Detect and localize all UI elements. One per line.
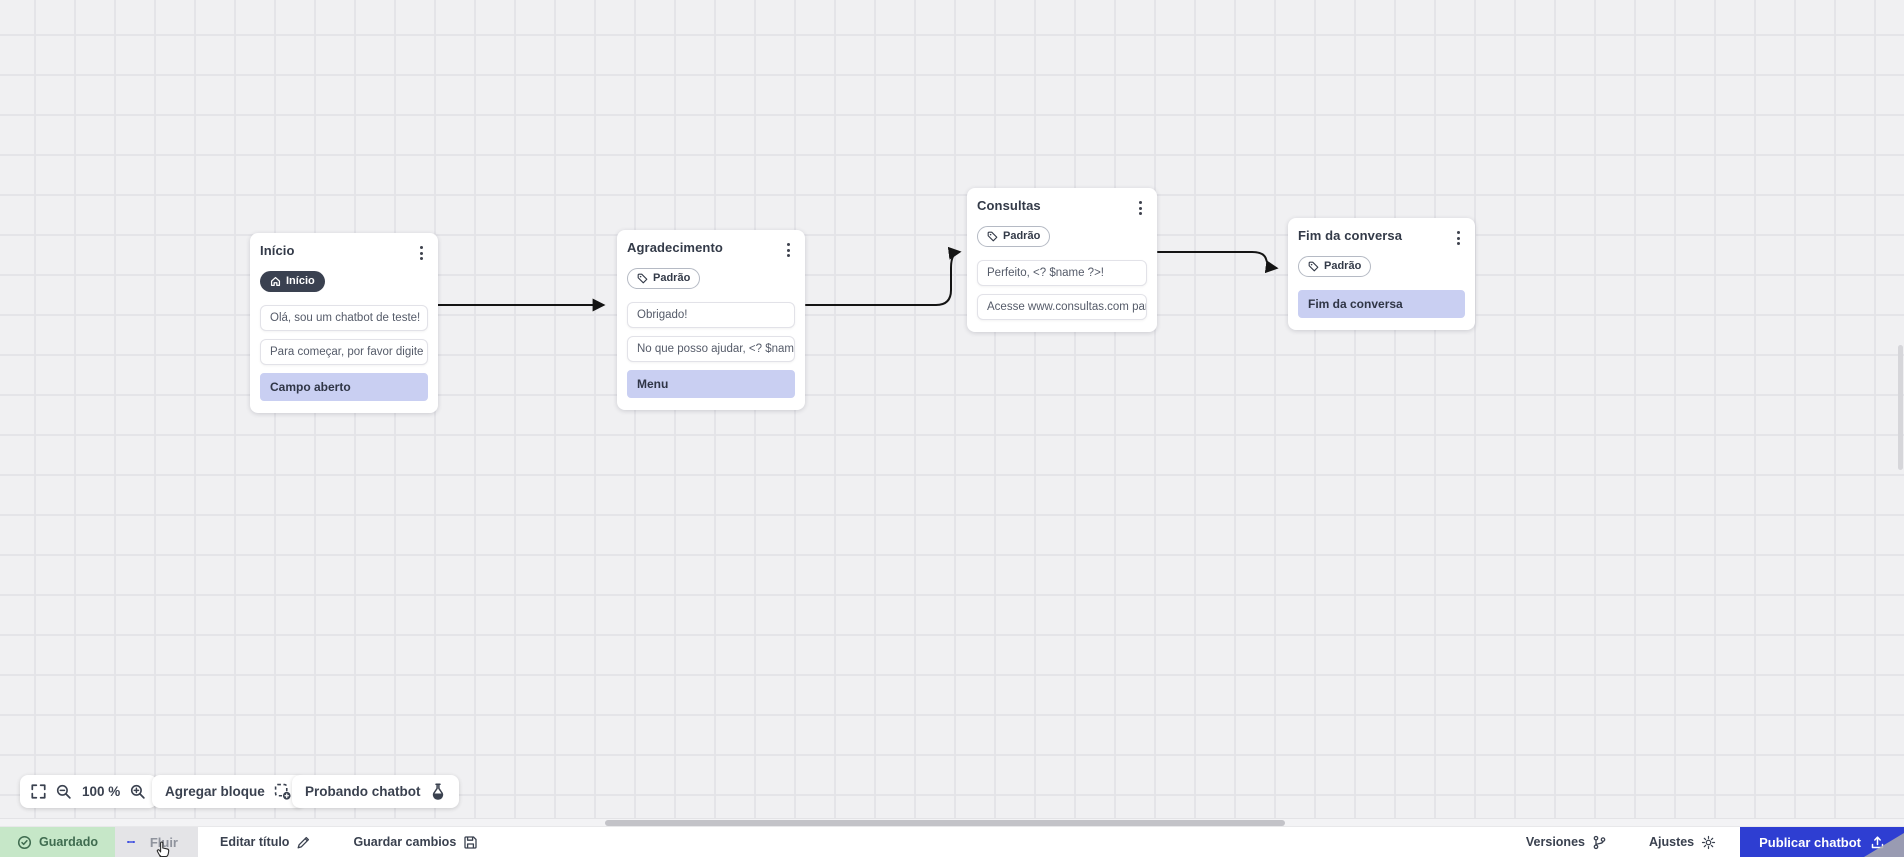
save-changes-label: Guardar cambios — [353, 835, 457, 849]
horizontal-scrollbar-thumb[interactable] — [605, 820, 1285, 826]
tag-icon — [1308, 261, 1319, 272]
node-message[interactable]: Olá, sou um chatbot de teste! — [260, 304, 428, 331]
versions-label: Versiones — [1525, 835, 1585, 849]
test-chatbot-label: Probando chatbot — [305, 784, 421, 799]
zoom-out-icon[interactable] — [56, 784, 72, 800]
node-output-menu[interactable]: Menu — [627, 369, 795, 398]
node-menu-icon[interactable] — [782, 240, 795, 261]
settings-label: Ajustes — [1648, 835, 1695, 849]
zoom-toolbar: 100 % — [20, 775, 158, 808]
saved-label: Guardado — [39, 835, 99, 849]
node-menu-icon[interactable] — [1452, 228, 1465, 249]
tab-fluir[interactable]: Fluir — [115, 827, 198, 857]
flow-node-inicio[interactable]: Início Início Olá, sou um chatbot de tes… — [250, 233, 438, 413]
node-menu-icon[interactable] — [415, 243, 428, 264]
horizontal-scrollbar[interactable] — [0, 818, 1904, 826]
home-icon — [270, 276, 281, 287]
node-message[interactable]: Acesse www.consultas.com par... — [977, 293, 1147, 320]
node-message[interactable]: Para começar, por favor digite o ... — [260, 338, 428, 365]
node-output-campo-aberto[interactable]: Campo aberto — [260, 372, 428, 401]
publish-chatbot-button[interactable]: Publicar chatbot — [1740, 827, 1904, 857]
node-menu-icon[interactable] — [1134, 198, 1147, 219]
tab-fluir-label: Fluir — [149, 834, 178, 850]
zoom-in-icon[interactable] — [130, 784, 146, 800]
fullscreen-icon[interactable] — [31, 784, 46, 799]
node-badge: Início — [260, 270, 325, 292]
node-title: Consultas — [977, 198, 1041, 213]
pencil-icon — [296, 835, 311, 850]
save-changes-button[interactable]: Guardar cambios — [353, 827, 478, 857]
node-title: Fim da conversa — [1298, 228, 1403, 243]
node-badge: Padrão — [627, 267, 701, 289]
add-block-button[interactable]: Agregar bloque — [152, 775, 304, 808]
edit-title-label: Editar título — [220, 835, 290, 849]
node-badge-label: Padrão — [653, 271, 691, 284]
flow-canvas[interactable]: Início Início Olá, sou um chatbot de tes… — [0, 0, 1904, 818]
save-icon — [463, 835, 478, 850]
node-badge-label: Padrão — [1003, 229, 1041, 242]
flow-node-fim[interactable]: Fim da conversa Padrão Fim da conversa — [1288, 218, 1475, 330]
add-block-label: Agregar bloque — [165, 784, 265, 799]
drag-handle-icon[interactable] — [127, 839, 135, 845]
check-circle-icon — [17, 835, 32, 850]
vertical-scrollbar-thumb[interactable] — [1898, 345, 1903, 470]
node-title: Agradecimento — [627, 240, 723, 255]
node-message[interactable]: Perfeito, <? $name ?>! — [977, 259, 1147, 286]
versions-button[interactable]: Versiones — [1526, 827, 1607, 857]
flask-icon — [430, 783, 446, 800]
saved-status: Guardado — [0, 827, 116, 857]
node-message[interactable]: Obrigado! — [627, 301, 795, 328]
node-badge-label: Padrão — [1324, 259, 1362, 272]
window-corner-grip — [1864, 833, 1904, 857]
edge-agradecimento-consultas — [805, 246, 962, 306]
bottom-bar: Guardado Fluir Editar título Guardar cam… — [0, 826, 1904, 857]
node-title: Início — [260, 243, 295, 258]
node-badge-label: Início — [286, 274, 315, 287]
gear-icon — [1701, 835, 1716, 850]
edge-consultas-fim — [1157, 251, 1279, 274]
zoom-level: 100 % — [82, 784, 121, 799]
branch-icon — [1592, 835, 1607, 850]
tag-icon — [987, 231, 998, 242]
publish-label: Publicar chatbot — [1759, 834, 1861, 850]
test-chatbot-button[interactable]: Probando chatbot — [292, 775, 459, 808]
flow-node-consultas[interactable]: Consultas Padrão Perfeito, <? $name ?>! … — [967, 188, 1157, 332]
node-message[interactable]: No que posso ajudar, <? $name ... — [627, 335, 795, 362]
settings-button[interactable]: Ajustes — [1649, 827, 1716, 857]
node-badge: Padrão — [977, 225, 1051, 247]
add-block-icon — [274, 783, 291, 800]
node-badge: Padrão — [1298, 255, 1372, 277]
flow-node-agradecimento[interactable]: Agradecimento Padrão Obrigado! No que po… — [617, 230, 805, 410]
tag-icon — [637, 273, 648, 284]
edit-title-button[interactable]: Editar título — [220, 827, 311, 857]
node-output-fim[interactable]: Fim da conversa — [1298, 289, 1465, 318]
